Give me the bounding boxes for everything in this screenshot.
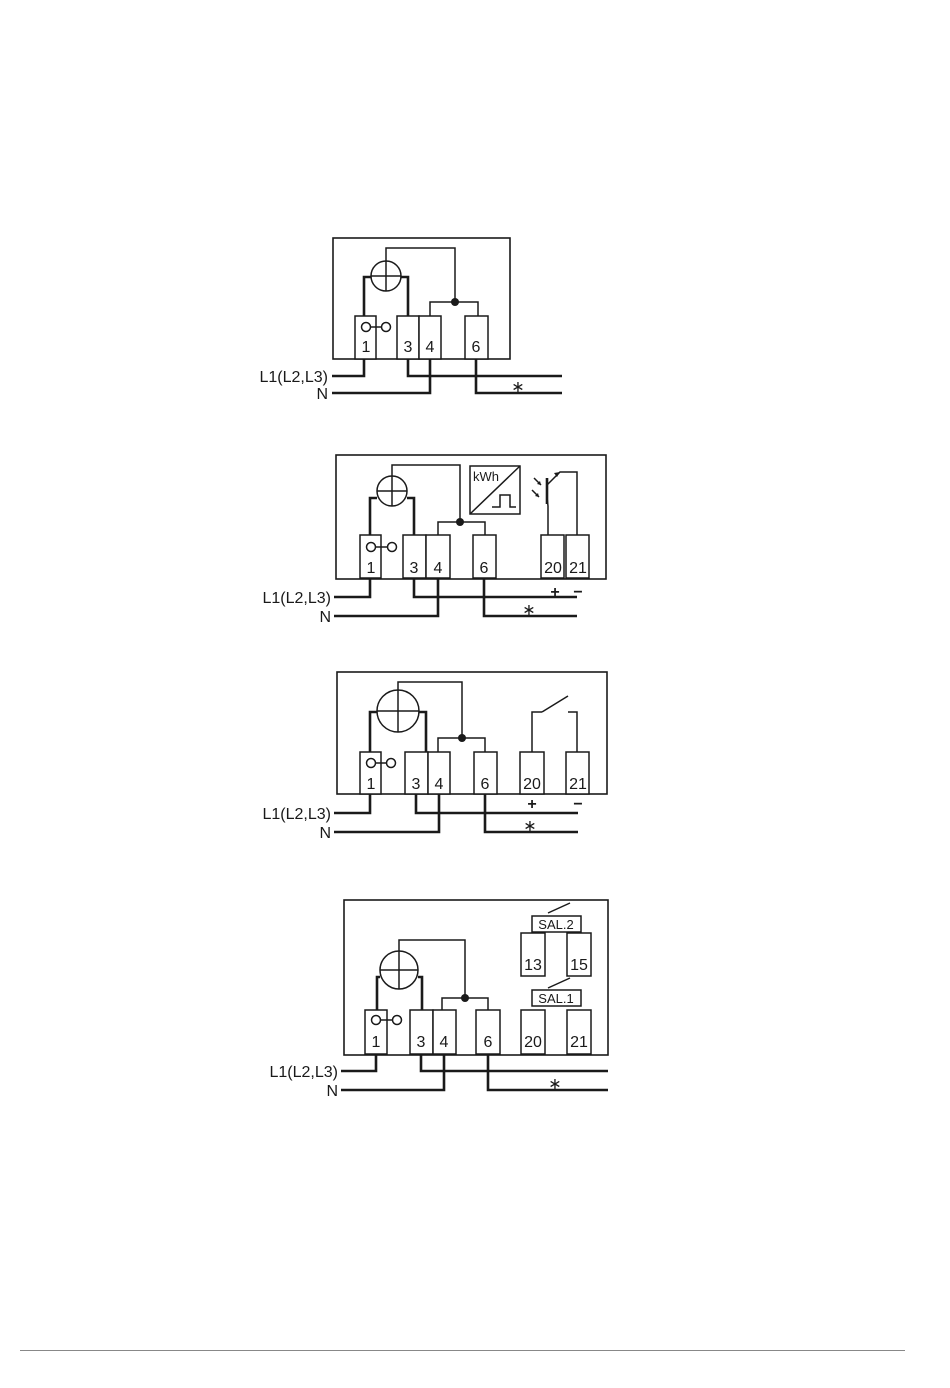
neutral-label: N xyxy=(319,825,331,842)
polarity-minus: − xyxy=(573,796,582,813)
terminal-label: 6 xyxy=(472,339,481,356)
terminal-label: 4 xyxy=(426,339,435,356)
terminal-label: 20 xyxy=(544,560,562,577)
terminal-label: 6 xyxy=(484,1034,493,1051)
terminal-label: 6 xyxy=(480,560,489,577)
relay-contact-icon xyxy=(532,696,577,752)
terminal-label: 4 xyxy=(434,560,443,577)
pulse-module-label: kWh xyxy=(473,469,499,484)
wiring-diagram-4: SAL.2 13 15 SAL.1 1 3 4 6 20 21 xyxy=(270,900,609,1100)
output-label: SAL.2 xyxy=(538,917,573,932)
load-symbol: ∗ xyxy=(523,818,536,835)
output-sal2: SAL.2 13 15 xyxy=(521,903,591,976)
polarity-minus: − xyxy=(573,584,582,601)
load-symbol: ∗ xyxy=(548,1076,561,1093)
terminal-label: 21 xyxy=(570,1034,588,1051)
wiring-diagram-1: 1 3 4 6 L1(L2,L3) N ∗ xyxy=(260,238,563,403)
footer-divider xyxy=(20,1350,905,1351)
load-symbol: ∗ xyxy=(522,602,535,619)
terminal-label: 4 xyxy=(440,1034,449,1051)
terminal-label: 21 xyxy=(569,560,587,577)
terminal-label: 1 xyxy=(367,776,376,793)
line-label: L1(L2,L3) xyxy=(263,590,332,607)
neutral-label: N xyxy=(326,1083,338,1100)
terminal-label: 13 xyxy=(524,957,542,974)
wiring-diagram-3: 1 3 4 6 20 21 + − L1(L2,L3) N ∗ xyxy=(263,672,608,842)
polarity-plus: + xyxy=(550,584,559,601)
terminal-label: 1 xyxy=(372,1034,381,1051)
optocoupler-icon xyxy=(532,472,577,537)
terminal-label: 15 xyxy=(570,957,588,974)
terminal-label: 20 xyxy=(523,776,541,793)
neutral-label: N xyxy=(319,609,331,626)
terminal-label: 3 xyxy=(410,560,419,577)
line-label: L1(L2,L3) xyxy=(263,806,332,823)
terminal-label: 6 xyxy=(481,776,490,793)
terminal-label: 20 xyxy=(524,1034,542,1051)
polarity-plus: + xyxy=(527,796,536,813)
output-label: SAL.1 xyxy=(538,991,573,1006)
line-label: L1(L2,L3) xyxy=(270,1064,339,1081)
terminal-label: 4 xyxy=(435,776,444,793)
terminal-label: 3 xyxy=(404,339,413,356)
terminal-label: 21 xyxy=(569,776,587,793)
terminal-label: 3 xyxy=(417,1034,426,1051)
wiring-diagram-2: kWh 1 3 4 6 20 21 + − xyxy=(263,455,607,626)
load-symbol: ∗ xyxy=(511,379,524,396)
neutral-label: N xyxy=(316,386,328,403)
terminal-label: 3 xyxy=(412,776,421,793)
pulse-icon xyxy=(492,495,516,507)
terminal-label: 1 xyxy=(362,339,371,356)
terminal-label: 1 xyxy=(367,560,376,577)
output-sal1: SAL.1 xyxy=(532,978,581,1006)
line-label: L1(L2,L3) xyxy=(260,369,329,386)
